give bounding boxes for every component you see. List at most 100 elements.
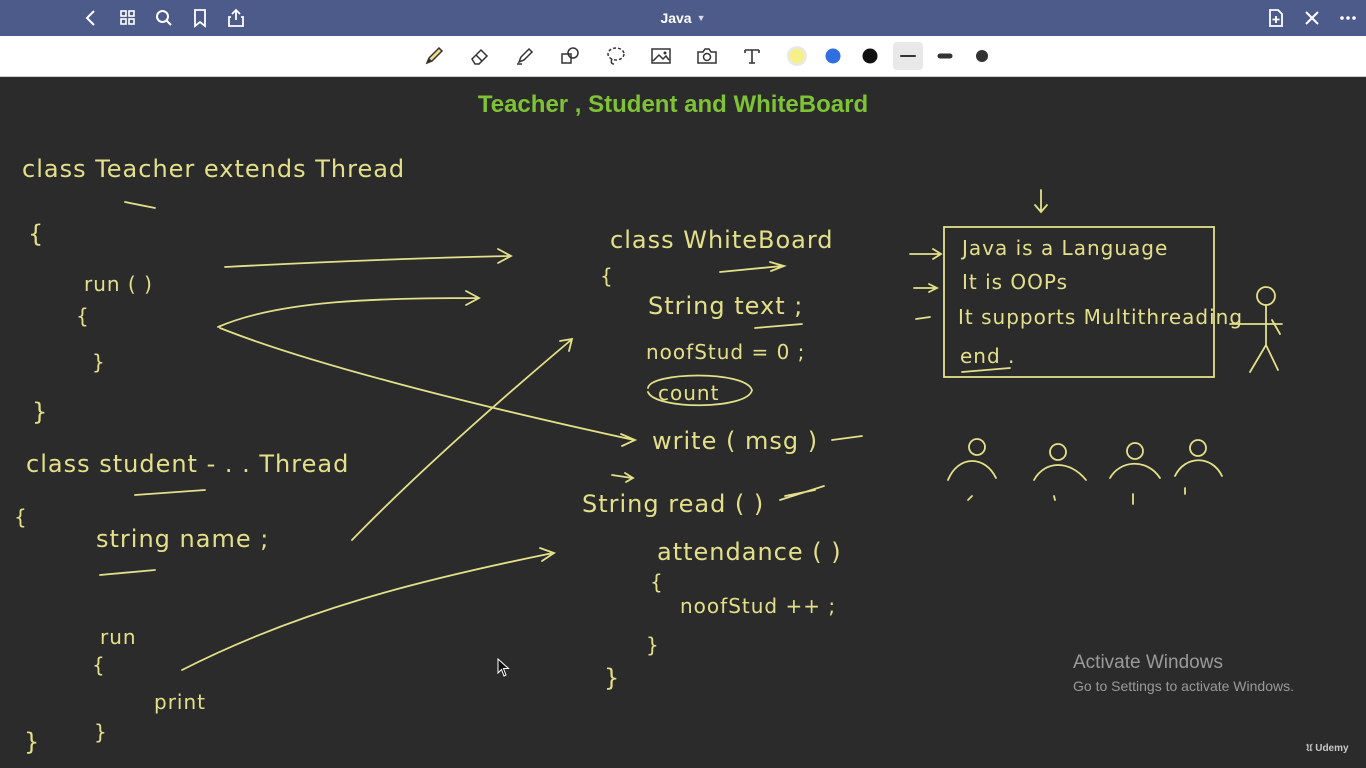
student-close-brace: } [24, 728, 41, 756]
arrow-run-to-whiteboard [224, 248, 513, 268]
color-swatch-yellow[interactable] [782, 42, 812, 70]
attendance-increment: noofStud ++ ; [680, 594, 837, 618]
stroke-thick[interactable] [967, 42, 997, 70]
color-swatch-black[interactable] [855, 42, 885, 70]
student-figure-1 [947, 438, 997, 501]
camera-icon [697, 48, 717, 64]
student-figure-4 [1174, 439, 1223, 495]
search-icon [156, 10, 172, 26]
lasso-tool[interactable] [601, 42, 631, 70]
board-line-1: Java is a Language [962, 236, 1169, 260]
chevron-left-icon [85, 10, 95, 26]
udemy-watermark: 𝔘 Udemy [1306, 743, 1349, 754]
page-title: Teacher , Student and WhiteBoard [477, 91, 869, 118]
title-bar: Java ▼ [0, 0, 1366, 36]
arrow-down-board [1034, 189, 1048, 214]
close-button[interactable] [1300, 6, 1324, 30]
drawing-toolbar [0, 36, 1366, 77]
shapes-icon [561, 47, 579, 64]
stroke-medium[interactable] [930, 42, 960, 70]
camera-tool[interactable] [692, 42, 722, 70]
arrow-into-board-2 [913, 283, 940, 293]
text-tool[interactable] [737, 42, 767, 70]
color-swatch-blue[interactable] [818, 42, 848, 70]
teacher-open-brace: { [28, 220, 45, 248]
stroke-thin[interactable] [893, 42, 923, 70]
underline-string [99, 569, 156, 576]
bookmark-button[interactable] [188, 6, 212, 30]
search-button[interactable] [152, 6, 176, 30]
underline-student [134, 489, 206, 496]
eraser-tool[interactable] [465, 42, 495, 70]
teacher-figure-head [1256, 286, 1276, 306]
student-figure-3 [1109, 442, 1161, 505]
pen-icon [425, 46, 444, 65]
color-swatch-icon [787, 46, 807, 66]
underline-text [754, 323, 803, 329]
pen-tool[interactable] [419, 42, 449, 70]
student-class-text: class student - . . Thread [26, 450, 350, 478]
activate-windows-subtitle: Go to Settings to activate Windows. [1073, 678, 1294, 694]
teacher-close-brace: } [32, 398, 49, 426]
student-print-text: print [154, 690, 206, 714]
note-canvas[interactable] [0, 77, 1366, 768]
back-button[interactable] [79, 6, 103, 30]
udemy-logo-icon: 𝔘 [1306, 743, 1313, 754]
shapes-tool[interactable] [555, 42, 585, 70]
whiteboard-box [943, 226, 1215, 378]
student-run-open: { [92, 653, 106, 677]
thick-dot-icon [976, 50, 988, 62]
arrow-into-board-1 [909, 248, 943, 260]
arrow-print-to-read [181, 547, 556, 671]
check-write [831, 435, 863, 441]
underline-teacher [124, 201, 156, 209]
check-read [779, 485, 825, 501]
teacher-run-close: } [92, 350, 106, 374]
circle-count [647, 374, 753, 407]
whiteboard-write-method: write ( msg ) [652, 427, 819, 455]
activate-windows-title: Activate Windows [1073, 652, 1223, 673]
student-run-close: } [94, 720, 108, 744]
board-line-3: It supports Multithreading [958, 305, 1244, 329]
highlighter-icon [517, 47, 534, 65]
student-field-text: string name ; [96, 525, 270, 553]
student-open-brace: { [14, 505, 28, 529]
underline-end [961, 367, 1011, 373]
thin-line-icon [900, 55, 916, 57]
eraser-icon [471, 48, 489, 65]
add-page-icon [1269, 9, 1283, 27]
teacher-run-open: { [76, 304, 90, 328]
grid-view-button[interactable] [116, 6, 140, 30]
student-figure-2 [1033, 443, 1087, 501]
whiteboard-open-brace: { [600, 264, 614, 288]
image-tool[interactable] [646, 42, 676, 70]
attendance-close-brace: } [646, 633, 660, 657]
add-page-button[interactable] [1264, 6, 1288, 30]
share-button[interactable] [224, 6, 248, 30]
more-button[interactable] [1336, 6, 1360, 30]
attendance-open-brace: { [650, 570, 664, 594]
arrow-small-read [611, 472, 635, 483]
whiteboard-read-method: String read ( ) [582, 490, 765, 518]
lasso-icon [607, 47, 625, 65]
chevron-down-icon[interactable]: ▼ [696, 13, 706, 23]
arrow-run-to-text [217, 290, 481, 328]
student-run-text: run [100, 625, 137, 649]
teacher-class-text: class Teacher extends Thread [22, 155, 406, 183]
udemy-label: Udemy [1315, 743, 1349, 754]
highlighter-tool[interactable] [510, 42, 540, 70]
whiteboard-field-text: String text ; [648, 292, 804, 320]
board-line-4: end . [960, 344, 1016, 368]
arrow-name-to-top [351, 337, 574, 541]
whiteboard-field-count: count [658, 381, 720, 405]
whiteboard-close-brace: } [604, 664, 621, 692]
close-icon [1305, 11, 1319, 25]
arrow-into-board-3 [915, 316, 931, 320]
arrow-cross-to-write [219, 327, 638, 447]
activate-windows-watermark: Activate Windows Go to Settings to activ… [1073, 652, 1294, 694]
whiteboard-field-noofstud: noofStud = 0 ; [646, 340, 806, 364]
color-swatch-icon [825, 48, 841, 64]
document-title-label: Java [660, 10, 692, 26]
more-icon [1340, 16, 1356, 20]
bookmark-icon [194, 9, 206, 28]
